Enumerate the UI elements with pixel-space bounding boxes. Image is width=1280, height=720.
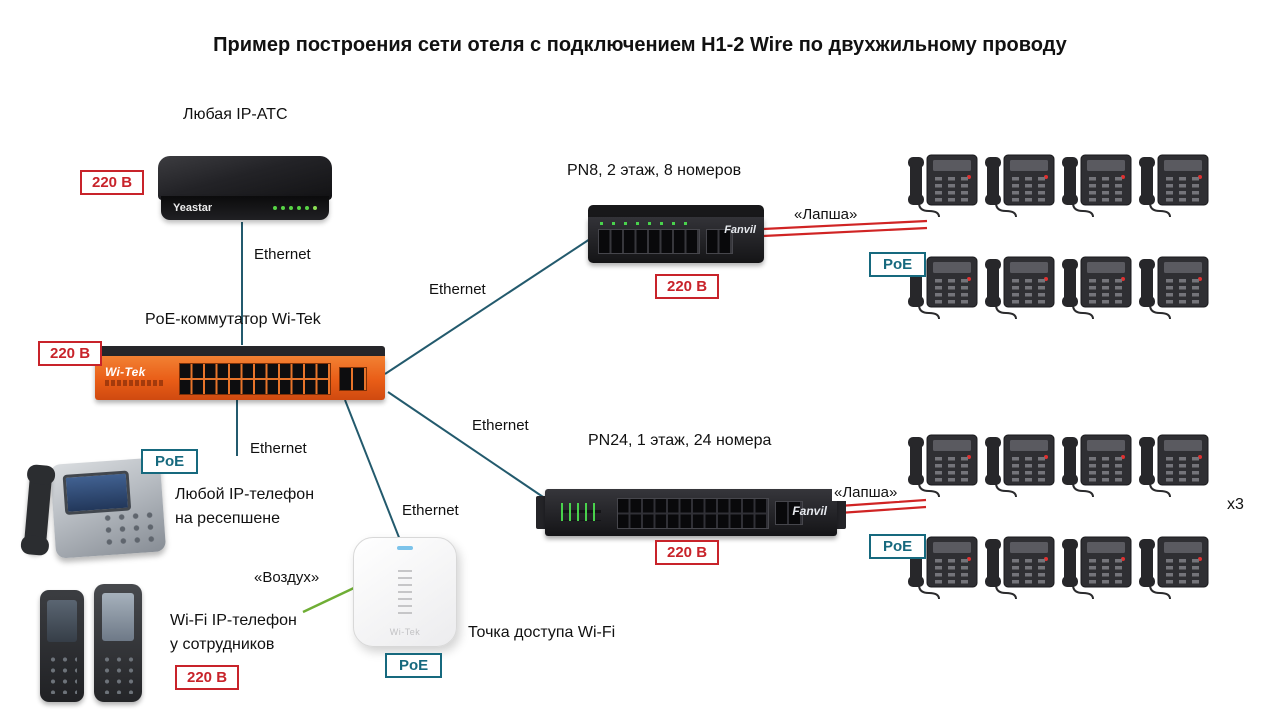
poe-badge-reception-phone: PoE [141, 449, 199, 474]
ip-phone [1059, 530, 1133, 602]
ip-phone [1136, 428, 1210, 500]
pbx-status-leds [273, 206, 277, 210]
switch-top-surface [95, 346, 385, 356]
power-badge-pn8: 220 В [655, 274, 720, 299]
ip-phone [982, 530, 1056, 602]
phone-group-floor2 [905, 148, 1213, 322]
pn8-top-surface [588, 205, 764, 217]
power-badge-handsets: 220 В [175, 665, 240, 690]
ip-phone [982, 428, 1056, 500]
wifi-handset-phones [40, 584, 152, 704]
switch-front-panel: Wi-Tek [95, 356, 385, 400]
wifi-handset-2 [94, 584, 142, 702]
reception-phone-keypad [100, 508, 159, 549]
ip-phone [1059, 250, 1133, 322]
pn8-status-leds [600, 222, 696, 225]
ip-phone [982, 148, 1056, 220]
air-label: «Воздух» [252, 569, 322, 586]
wifi-handset-2-screen [102, 593, 134, 641]
wifi-access-point: Wi-Tek [353, 537, 457, 647]
pbx-top-surface [158, 156, 332, 200]
pn8-brand-text: Fanvil [724, 224, 756, 236]
pn8-uplink-ports [706, 229, 733, 254]
power-badge-pn24: 220 В [655, 540, 720, 565]
wifi-handset-2-keypad [101, 654, 135, 694]
ap-status-led [397, 546, 413, 550]
ip-pbx-device: Yeastar [158, 156, 332, 220]
ip-phone [905, 148, 979, 220]
ip-phone [1059, 428, 1133, 500]
ethernet-link-switch-ap [344, 399, 401, 541]
air-link-handset-ap [302, 585, 357, 614]
power-badge-pbx: 220 В [80, 170, 145, 195]
switch-model-text [105, 380, 165, 386]
multiplier-label: x3 [1227, 496, 1244, 513]
pn8-front-panel: Fanvil [588, 217, 764, 263]
pn24-status-leds [561, 503, 601, 521]
ethernet-label-reception: Ethernet [248, 440, 309, 457]
poe-switch-witek: Wi-Tek [95, 346, 385, 400]
switch-sfp-ports [339, 367, 367, 391]
poe-badge-ap: PoE [385, 653, 443, 678]
switch-brand-text: Wi-Tek [105, 365, 146, 379]
ethernet-label-pn8: Ethernet [427, 281, 488, 298]
ap-grille [398, 570, 412, 616]
pn24-front-panel: Fanvil [545, 489, 837, 536]
switch-label: PoE-коммутатор Wi-Tek [145, 311, 321, 328]
pbx-label: Любая IP-АТС [183, 106, 288, 123]
pn8-rj45-ports [598, 229, 700, 254]
pbx-brand-text: Yeastar [173, 202, 213, 214]
pn8-switch: Fanvil [588, 205, 764, 263]
lapsha-wire-pn8-2 [762, 226, 928, 238]
ap-label: Точка доступа Wi-Fi [468, 624, 616, 641]
reception-phone-screen [62, 470, 132, 515]
reception-phone-handset [23, 466, 53, 554]
pn24-brand-text: Fanvil [792, 504, 827, 518]
reception-label-line2: на ресепшене [175, 510, 281, 527]
ethernet-link-switch-pn8 [384, 238, 591, 375]
pn24-rack-ear-left [536, 496, 545, 529]
ap-brand-text: Wi-Tek [389, 627, 421, 637]
ethernet-label-ap: Ethernet [400, 502, 461, 519]
wifi-handset-1-screen [47, 600, 77, 642]
ip-phone [1059, 148, 1133, 220]
ip-phone [1136, 148, 1210, 220]
power-badge-switch: 220 В [38, 341, 103, 366]
ip-phone [982, 250, 1056, 322]
ip-phone [1136, 530, 1210, 602]
page-title: Пример построения сети отеля с подключен… [213, 34, 1067, 56]
pn24-uplink-ports [775, 501, 803, 525]
phone-group-floor1 [905, 428, 1213, 602]
wifi-phone-label-line2: у сотрудников [170, 636, 275, 653]
poe-badge-pn8-phones: PoE [869, 252, 927, 277]
reception-label-line1: Любой IP-телефон [175, 486, 315, 503]
pn24-switch: Fanvil [536, 489, 846, 536]
wifi-handset-1 [40, 590, 84, 702]
pn24-label: PN24, 1 этаж, 24 номера [588, 432, 772, 449]
ip-phone [905, 428, 979, 500]
lapsha-label-pn24: «Лапша» [832, 484, 900, 501]
poe-badge-pn24-phones: PoE [869, 534, 927, 559]
switch-rj45-ports [179, 363, 331, 395]
ethernet-label-pn24: Ethernet [470, 417, 531, 434]
wifi-phone-label-line1: Wi-Fi IP-телефон [170, 612, 297, 629]
ip-phone [1136, 250, 1210, 322]
pbx-front-panel: Yeastar [161, 196, 329, 220]
ethernet-link-switch-pn24 [387, 391, 550, 502]
ethernet-label-pbx: Ethernet [252, 246, 313, 263]
pn24-rj45-ports [617, 498, 769, 529]
wifi-handset-1-keypad [47, 654, 77, 694]
lapsha-label-pn8: «Лапша» [792, 206, 860, 223]
pn8-label: PN8, 2 этаж, 8 номеров [567, 162, 742, 179]
